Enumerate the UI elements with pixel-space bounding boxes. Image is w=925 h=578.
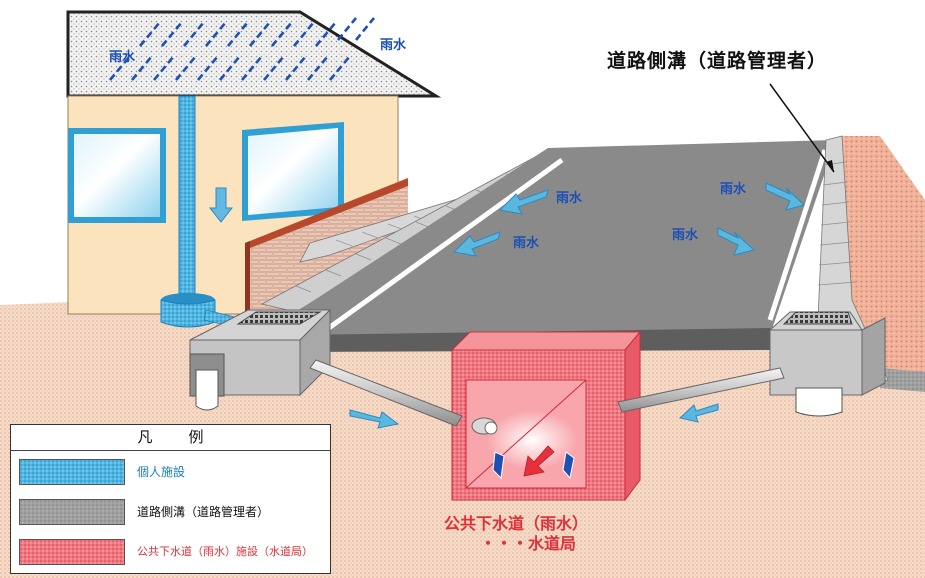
public-sewer-label-line2: ・・・水道局: [480, 534, 577, 553]
road-line-left: [324, 157, 564, 333]
road-line-right: [767, 149, 828, 321]
rain-label-road-3: 雨水: [720, 182, 747, 197]
rain-label-road-1: 雨水: [556, 191, 583, 206]
pipe-right: [617, 367, 785, 413]
public-sewer-label: 公共下水道（雨水） ・・・水道局: [444, 514, 588, 554]
legend-swatch-road-gutter: [19, 499, 125, 525]
catch-basin-right: [769, 329, 863, 396]
rain-flow-arrows: [349, 182, 805, 429]
grate-left: [236, 311, 322, 325]
road-surface: [296, 140, 836, 345]
window-right: [242, 122, 344, 221]
rain-streaks: [109, 17, 376, 81]
grate-right: [782, 311, 853, 325]
embankment: [842, 136, 925, 380]
legend-title: 凡例: [11, 425, 330, 451]
legend-swatch-private: [19, 459, 125, 485]
down-arrow-icon: [208, 187, 234, 223]
rain-label-roof: 雨水: [109, 50, 136, 65]
legend-swatch-public: [19, 539, 125, 565]
road-gutter-title: 道路側溝（道路管理者）: [607, 50, 828, 72]
legend-label-private: 個人施設: [137, 465, 186, 479]
legend-label-road-gutter: 道路側溝（道路管理者）: [137, 505, 270, 519]
legend: 凡例 個人施設 道路側溝（道路管理者） 公共下水道（雨水）施設（水道局）: [10, 424, 331, 574]
gutter-pointer: [769, 83, 835, 173]
legend-label-public: 公共下水道（雨水）施設（水道局）: [137, 545, 313, 558]
roof: [66, 10, 442, 98]
rain-label-road-4: 雨水: [672, 228, 699, 243]
downspout: [178, 95, 196, 301]
pipe-left: [309, 359, 463, 427]
rain-label-sky: 雨水: [380, 38, 407, 53]
flow-arrow-icon: [523, 445, 555, 477]
window-left: [68, 128, 166, 223]
public-sewer-label-line1: 公共下水道（雨水）: [444, 514, 589, 533]
rain-label-road-2: 雨水: [513, 236, 540, 251]
